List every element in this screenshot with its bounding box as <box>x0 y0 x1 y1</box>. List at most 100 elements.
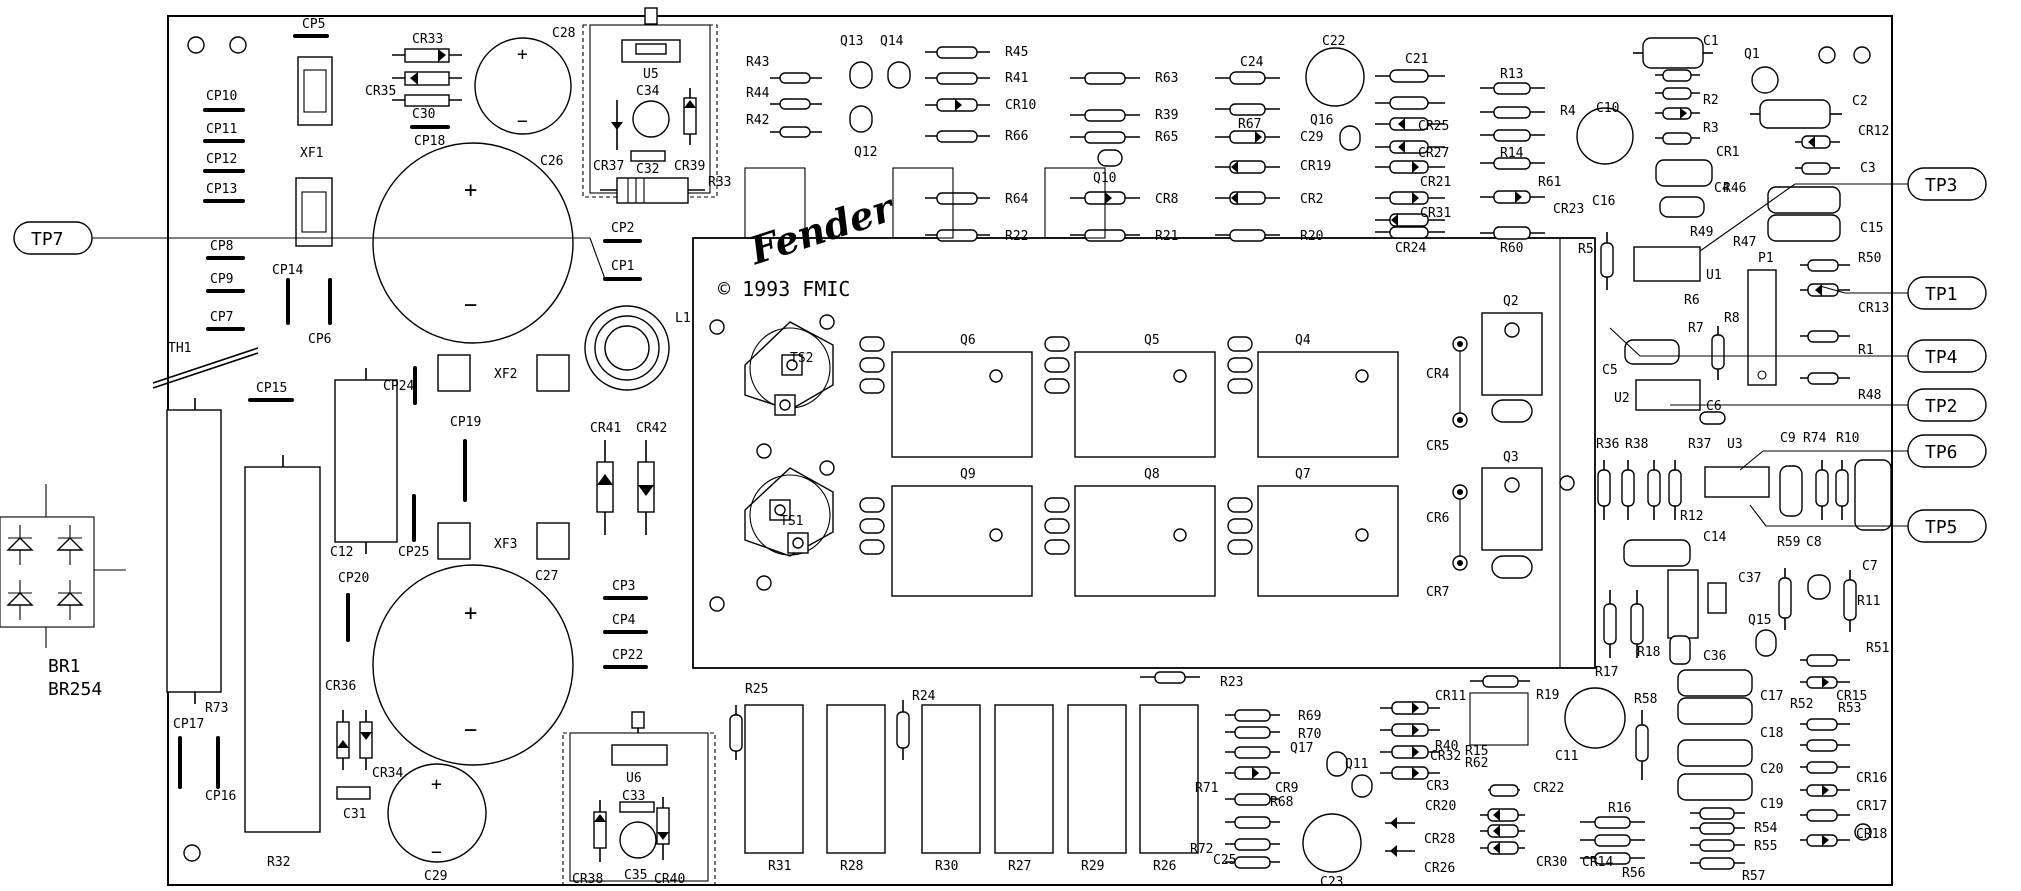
component-label-c15: C15 <box>1860 221 1883 236</box>
power-transistors: TS2 TS1 Q6 Q5 Q4 Q9 Q8 Q7 CR4 CR5 CR6 CR… <box>744 294 1543 600</box>
component-label-r46: R46 <box>1723 181 1746 196</box>
component-label-c37: C37 <box>1738 571 1761 586</box>
component-label-r37: R37 <box>1688 437 1711 452</box>
component-label-c12: C12 <box>330 545 353 560</box>
component-label-−: − <box>464 718 477 743</box>
component-label-q11: Q11 <box>1345 757 1368 772</box>
component-label-cp12: CP12 <box>206 152 237 167</box>
component-label-r59: R59 <box>1777 535 1800 550</box>
component-label-cr17: CR17 <box>1856 799 1887 814</box>
component-label-r44: R44 <box>746 86 770 101</box>
component-label-+: + <box>431 774 442 795</box>
component-label-u2: U2 <box>1614 391 1630 406</box>
component-label-r33: R33 <box>708 175 731 190</box>
component-label-cp11: CP11 <box>206 122 237 137</box>
component-label-c33: C33 <box>622 789 645 804</box>
component-label-r45: R45 <box>1005 45 1028 60</box>
component-label-c1: C1 <box>1703 34 1719 49</box>
component-label-cp1: CP1 <box>611 259 634 274</box>
component-label-c8: C8 <box>1806 535 1822 550</box>
component-label-ts2: TS2 <box>790 351 813 366</box>
component-label-cp20: CP20 <box>338 571 369 586</box>
component-label-cr41: CR41 <box>590 421 621 436</box>
component-label-cp7: CP7 <box>210 310 233 325</box>
component-label-r54: R54 <box>1754 821 1778 836</box>
component-label-r27: R27 <box>1008 859 1031 874</box>
component-label-q6: Q6 <box>960 333 976 348</box>
component-label-cr28: CR28 <box>1424 832 1455 847</box>
component-label-−: − <box>464 293 477 318</box>
component-label-c24: C24 <box>1240 55 1264 70</box>
component-label-cr39: CR39 <box>674 159 705 174</box>
component-label-q15: Q15 <box>1748 613 1771 628</box>
component-label-+: + <box>517 44 528 65</box>
component-label-q5: Q5 <box>1144 333 1160 348</box>
component-label-tp2: TP2 <box>1925 396 1958 417</box>
xf2-xf3: XF2 XF3 <box>437 354 570 560</box>
component-label-cp6: CP6 <box>308 332 331 347</box>
component-label-c34: C34 <box>636 84 660 99</box>
component-label-r19: R19 <box>1536 688 1559 703</box>
component-label-cr21: CR21 <box>1420 175 1451 190</box>
component-label-r62: R62 <box>1465 756 1488 771</box>
component-label-cr42: CR42 <box>636 421 667 436</box>
component-label-cp13: CP13 <box>206 182 237 197</box>
component-label-r4: R4 <box>1560 104 1576 119</box>
component-label-cr30: CR30 <box>1536 855 1567 870</box>
component-label-r6: R6 <box>1684 293 1700 308</box>
copyright-text: © 1993 FMIC <box>718 277 850 301</box>
component-label-c10: C10 <box>1596 101 1619 116</box>
component-label-+: + <box>464 178 477 203</box>
component-label-cr2: CR2 <box>1300 192 1323 207</box>
component-label-cr3: CR3 <box>1426 779 1449 794</box>
component-label-r18: R18 <box>1637 645 1660 660</box>
component-label-r16: R16 <box>1608 801 1631 816</box>
component-label-r14: R14 <box>1500 146 1524 161</box>
component-label-r72: R72 <box>1190 842 1213 857</box>
bulk-capacitors: +− C28 +− C26 +− C27 +− C29 <box>372 26 575 884</box>
component-label-cp8: CP8 <box>210 239 233 254</box>
component-label-cr4: CR4 <box>1426 367 1450 382</box>
component-label-cr38: CR38 <box>572 872 603 887</box>
component-label-r13: R13 <box>1500 67 1523 82</box>
component-label-q16: Q16 <box>1310 113 1333 128</box>
component-label-cp9: CP9 <box>210 272 233 287</box>
component-label-cp17: CP17 <box>173 717 204 732</box>
component-label-cp19: CP19 <box>450 415 481 430</box>
component-label-xf2: XF2 <box>494 367 517 382</box>
component-label-r31: R31 <box>768 859 791 874</box>
component-label-r67: R67 <box>1238 117 1261 132</box>
component-label-r8: R8 <box>1724 311 1740 326</box>
component-label-r21: R21 <box>1155 229 1178 244</box>
component-label-r22: R22 <box>1005 229 1028 244</box>
component-label-c14: C14 <box>1703 530 1727 545</box>
component-label-r58: R58 <box>1634 692 1657 707</box>
component-label-r24: R24 <box>912 689 936 704</box>
component-label-c32: C32 <box>636 162 659 177</box>
component-label-r25: R25 <box>745 682 768 697</box>
component-label-r29: R29 <box>1081 859 1104 874</box>
heatsink-outline <box>692 237 1596 669</box>
component-label-cr36: CR36 <box>325 679 356 694</box>
component-label-r69: R69 <box>1298 709 1321 724</box>
component-label-u5: U5 <box>643 67 659 82</box>
component-label-c35: C35 <box>624 868 647 883</box>
component-label-c6: C6 <box>1706 399 1722 414</box>
component-label-cp3: CP3 <box>612 579 635 594</box>
component-label-q9: Q9 <box>960 467 976 482</box>
component-label-cp14: CP14 <box>272 263 303 278</box>
component-label-r68: R68 <box>1270 795 1293 810</box>
left-section: CP5 XF1 CP10 CP11 CP12 CP13 CP8 CP9 CP7 … <box>152 17 481 870</box>
component-label-tp5: TP5 <box>1925 517 1958 538</box>
component-label-r74: R74 <box>1803 431 1827 446</box>
component-label-cr34: CR34 <box>372 766 403 781</box>
component-label-cp2: CP2 <box>611 221 634 236</box>
component-label-r17: R17 <box>1595 665 1618 680</box>
component-label-cr40: CR40 <box>654 872 685 887</box>
component-label-xf1: XF1 <box>300 146 323 161</box>
component-label-cr23: CR23 <box>1553 202 1584 217</box>
component-label-c3: C3 <box>1860 161 1876 176</box>
component-label-br1: BR1 <box>48 656 81 677</box>
component-label-q12: Q12 <box>854 145 877 160</box>
